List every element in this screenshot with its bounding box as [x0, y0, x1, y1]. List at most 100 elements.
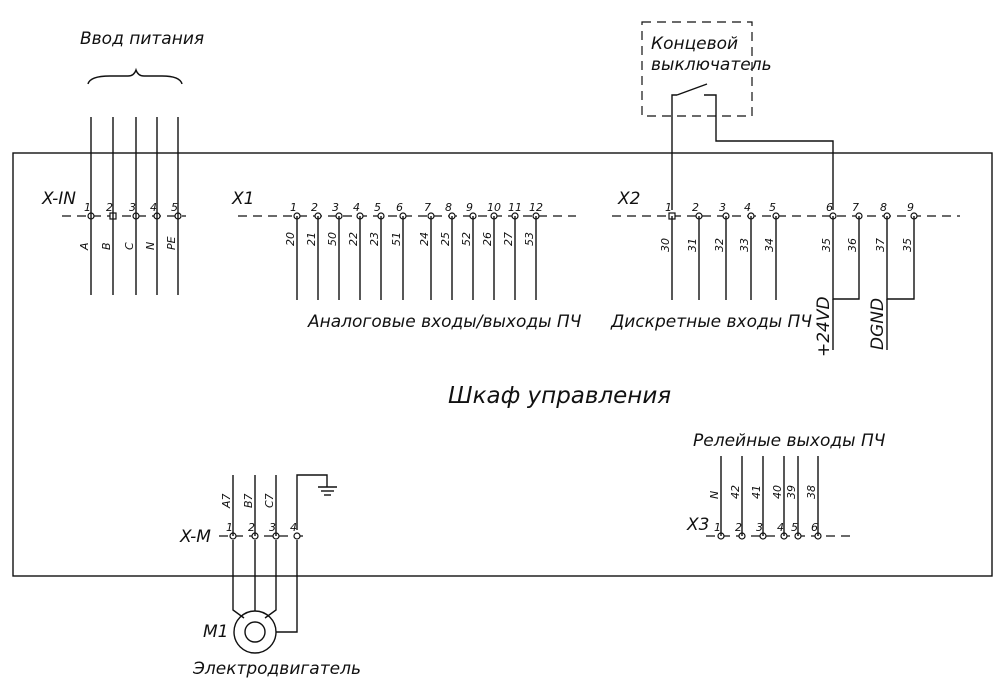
power_input-block-label: X-IN — [41, 189, 76, 209]
x1-terminal-number: 2 — [311, 201, 318, 214]
x1-wire-label: 21 — [305, 232, 318, 246]
x1-wire-label: 24 — [418, 232, 431, 246]
power-input-title: Ввод питания — [80, 29, 204, 49]
limit-switch-contact — [671, 83, 834, 210]
x1-terminal-number: 1 — [290, 201, 297, 214]
x1-caption: Аналоговые входы/выходы ПЧ — [307, 312, 582, 332]
x2-terminal-number: 7 — [852, 201, 859, 214]
motor-symbol — [232, 540, 298, 654]
x3-wire-label: 40 — [771, 485, 784, 499]
xm-terminal — [293, 532, 301, 540]
power_input-terminal-number: 4 — [150, 201, 157, 214]
motor-label: M1 — [203, 622, 228, 642]
power_input-wire-label: C — [123, 242, 136, 250]
x1-wire-label: 53 — [523, 232, 536, 246]
x2-wire-label: 35 — [901, 238, 914, 252]
x2-wire-label: 34 — [763, 238, 776, 252]
xm-terminal-number: 2 — [248, 521, 255, 534]
power_input-wire-label: B — [100, 242, 113, 250]
xm-wire-label: A7 — [220, 493, 233, 509]
x2-terminal-number: 4 — [744, 201, 751, 214]
x2-terminal-number: 6 — [826, 201, 833, 214]
x3-terminal-number: 2 — [735, 521, 742, 534]
x1-terminal-number: 5 — [374, 201, 381, 214]
x1-wire-label: 26 — [481, 232, 494, 246]
x1-terminal-number: 7 — [424, 201, 431, 214]
x3-caption: Релейные выходы ПЧ — [693, 431, 886, 451]
x1-terminal-number: 10 — [487, 201, 501, 214]
power_input-wire-label: PE — [165, 236, 178, 250]
x3-terminal-number: 1 — [714, 521, 721, 534]
x1-wire-label: 27 — [502, 232, 515, 246]
x1-wire-label: 22 — [347, 232, 360, 246]
motor-caption: Электродвигатель — [192, 659, 361, 679]
x2-terminal-number: 1 — [665, 201, 672, 214]
x3-wire-label: 42 — [729, 485, 742, 499]
x1-terminal-number: 11 — [508, 201, 522, 214]
x2-block-label: X2 — [617, 189, 640, 209]
xm-terminal-number: 1 — [226, 521, 233, 534]
xm-terminal-number: 3 — [269, 521, 276, 534]
power_input-terminal-number: 1 — [84, 201, 91, 214]
x2-terminal-number: 9 — [907, 201, 914, 214]
x2-wire-label: 31 — [686, 238, 699, 252]
x1-terminal-number: 6 — [396, 201, 403, 214]
x1-wire-label: 51 — [390, 232, 403, 246]
x1-wire-label: 23 — [368, 232, 381, 246]
x1-wire-label: 25 — [439, 232, 452, 246]
x2-supply-bus — [832, 216, 860, 300]
x1-wire-label: 50 — [326, 232, 339, 246]
x2-wire-label: 30 — [659, 238, 672, 252]
limit-switch-title-1: Концевой — [651, 34, 738, 54]
x2-wire-label: 33 — [738, 238, 751, 252]
power-input-brace — [87, 67, 183, 85]
xm-terminal-number: 4 — [290, 521, 297, 534]
x2-terminal-number: 5 — [769, 201, 776, 214]
power_input-wire-label: A — [78, 242, 91, 251]
x2-wire-label: 32 — [713, 238, 726, 252]
ground-label: DGND — [868, 298, 888, 350]
x3-terminal-number: 4 — [777, 521, 784, 534]
x2-terminal-number: 3 — [719, 201, 726, 214]
x1-terminal-number: 3 — [332, 201, 339, 214]
limit-switch-title-2: выключатель — [651, 55, 772, 75]
x1-terminal-number: 8 — [445, 201, 452, 214]
x3-wire-label: 41 — [750, 485, 763, 499]
cabinet-title: Шкаф управления — [448, 383, 671, 409]
x3-block-label: X3 — [686, 515, 709, 535]
limit-switch-box — [641, 21, 753, 117]
ground-icon — [318, 486, 337, 496]
x2-wire-label: 35 — [820, 238, 833, 252]
x2-terminal-number: 8 — [880, 201, 887, 214]
x2-caption: Дискретные входы ПЧ — [610, 312, 812, 332]
power_input-terminal-number: 2 — [106, 201, 113, 214]
x3-wire-label: N — [708, 491, 721, 499]
xm-wire-label: C7 — [263, 493, 276, 508]
x3-terminal-number: 3 — [756, 521, 763, 534]
ground-wire — [296, 474, 328, 530]
x1-terminal-number: 9 — [466, 201, 473, 214]
x1-terminal-number: 12 — [529, 201, 543, 214]
cabinet-frame — [12, 152, 993, 577]
xm-wire-label: B7 — [242, 493, 255, 508]
power_input-terminal-number: 5 — [171, 201, 178, 214]
x3-terminal-number: 5 — [791, 521, 798, 534]
x1-wire-label: 52 — [460, 232, 473, 246]
x2-terminal-number: 2 — [692, 201, 699, 214]
terminal-block-x-m: X-M 1 2 3 4 A7 B7 C7 — [179, 475, 305, 547]
x2-wire-label: 36 — [846, 238, 859, 252]
xm-block-label: X-M — [179, 527, 211, 547]
power_input-wire-label: N — [144, 242, 157, 250]
x3-wire-label: 38 — [805, 485, 818, 499]
x3-wire-label: 39 — [785, 485, 798, 499]
power_input-terminal-number: 3 — [129, 201, 136, 214]
x1-terminal-number: 4 — [353, 201, 360, 214]
x2-ground-bus — [886, 216, 915, 300]
x3-terminal-number: 6 — [811, 521, 818, 534]
supply-label: +24VD — [814, 296, 834, 357]
